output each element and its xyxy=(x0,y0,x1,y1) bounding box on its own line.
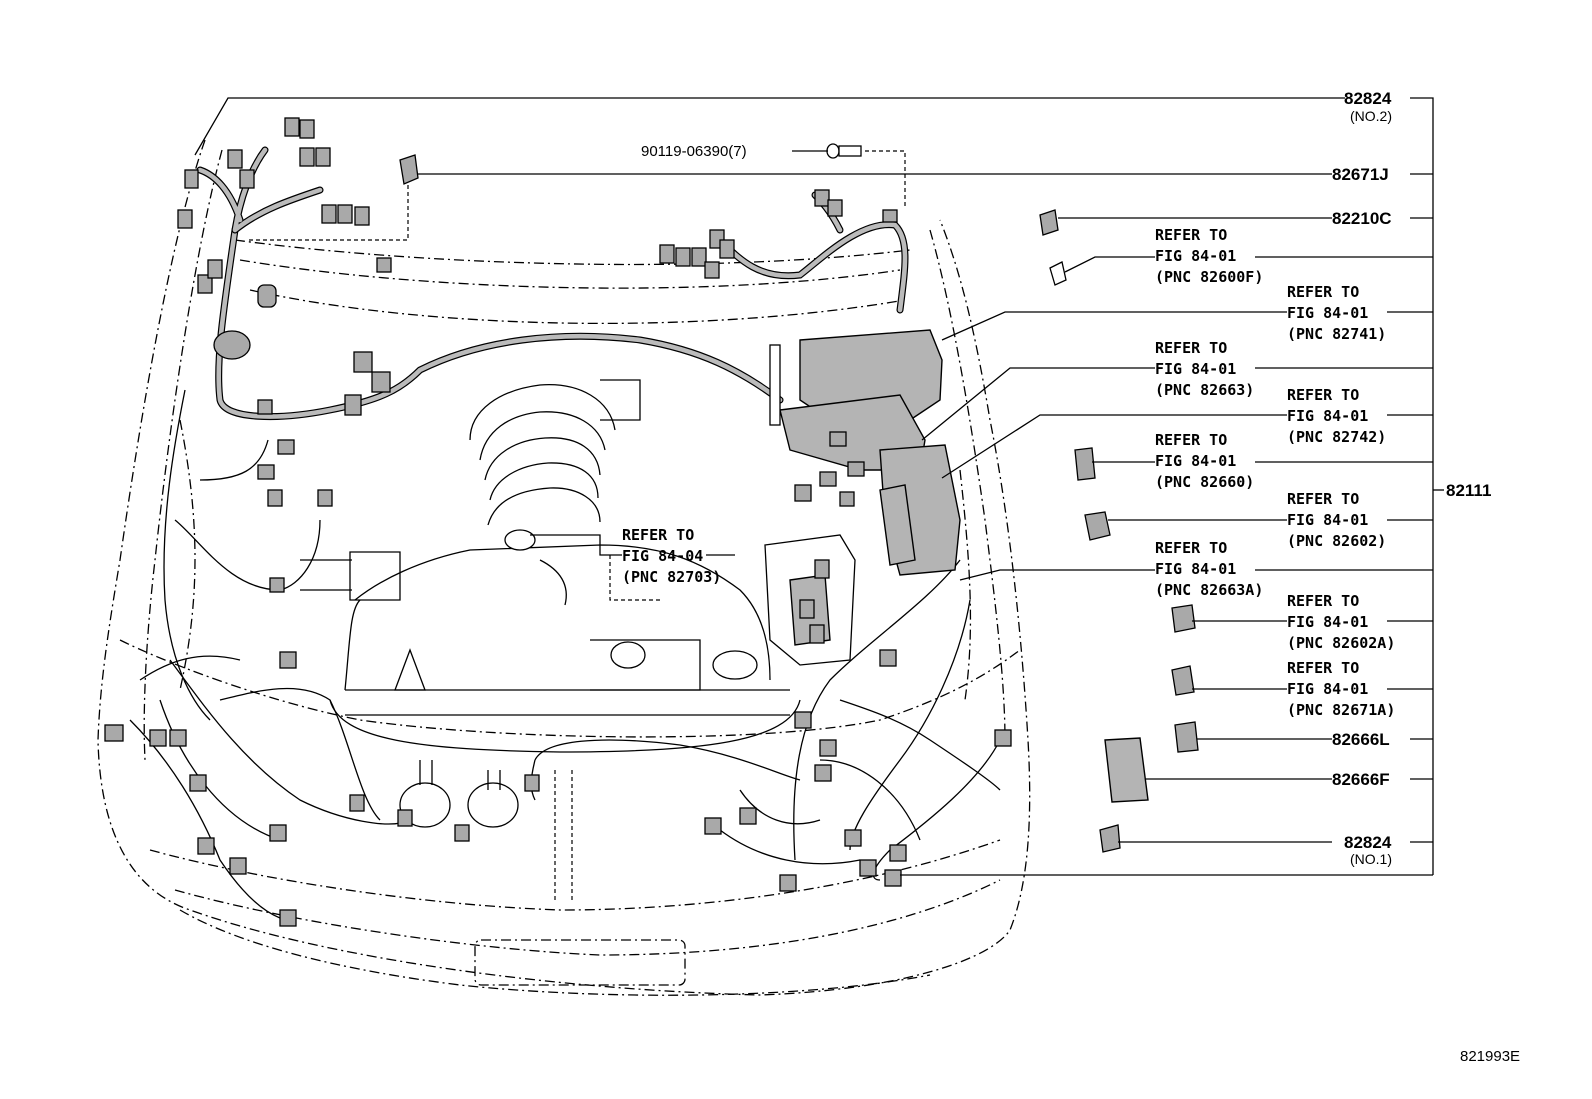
part-82602A-icon xyxy=(1171,604,1196,633)
main-harness xyxy=(129,146,1001,919)
label-82824-no1-sub: (NO.1) xyxy=(1350,851,1392,867)
harness-connectors xyxy=(104,117,1012,927)
part-82660-icon xyxy=(1074,447,1096,481)
callout-82600F: REFER TO FIG 84-01 (PNC 82600F) xyxy=(1155,226,1263,286)
svg-text:REFER TO: REFER TO xyxy=(1155,539,1227,557)
svg-text:(PNC 82671A): (PNC 82671A) xyxy=(1287,701,1395,719)
svg-text:FIG 84-01: FIG 84-01 xyxy=(1155,452,1236,470)
callout-82671A: REFER TO FIG 84-01 (PNC 82671A) xyxy=(1287,659,1395,719)
label-82111: 82111 xyxy=(1446,481,1491,500)
engine-outline xyxy=(300,379,771,691)
svg-text:(PNC 82602): (PNC 82602) xyxy=(1287,532,1386,550)
svg-text:FIG 84-01: FIG 84-01 xyxy=(1287,304,1368,322)
svg-text:REFER TO: REFER TO xyxy=(1287,490,1359,508)
relay-blocks xyxy=(764,329,961,666)
part-82666F-icon xyxy=(1104,737,1149,803)
svg-text:REFER TO: REFER TO xyxy=(1287,283,1359,301)
part-82671A-icon xyxy=(1171,665,1195,696)
svg-text:(PNC 82742): (PNC 82742) xyxy=(1287,428,1386,446)
svg-text:REFER TO: REFER TO xyxy=(1287,386,1359,404)
svg-text:(PNC 82600F): (PNC 82600F) xyxy=(1155,268,1263,286)
loose-parts xyxy=(399,143,1199,853)
svg-text:REFER TO: REFER TO xyxy=(1287,659,1359,677)
label-82824-no2: 82824 xyxy=(1344,89,1392,108)
svg-text:FIG 84-01: FIG 84-01 xyxy=(1287,680,1368,698)
callout-82663A: REFER TO FIG 84-01 (PNC 82663A) xyxy=(1155,539,1263,599)
callout-82602A: REFER TO FIG 84-01 (PNC 82602A) xyxy=(1287,592,1395,652)
svg-text:FIG 84-01: FIG 84-01 xyxy=(1287,407,1368,425)
svg-text:REFER TO: REFER TO xyxy=(1155,431,1227,449)
svg-text:FIG 84-01: FIG 84-01 xyxy=(1287,511,1368,529)
svg-text:(PNC 82741): (PNC 82741) xyxy=(1287,325,1386,343)
svg-text:FIG 84-04: FIG 84-04 xyxy=(622,547,703,565)
label-82824-no2-sub: (NO.2) xyxy=(1350,108,1392,124)
svg-text:FIG 84-01: FIG 84-01 xyxy=(1155,360,1236,378)
label-82824-no1: 82824 xyxy=(1344,833,1392,852)
svg-text:FIG 84-01: FIG 84-01 xyxy=(1155,560,1236,578)
leader-lines xyxy=(194,97,1444,876)
svg-text:(PNC 82660): (PNC 82660) xyxy=(1155,473,1254,491)
svg-text:REFER TO: REFER TO xyxy=(1155,226,1227,244)
svg-text:FIG 84-01: FIG 84-01 xyxy=(1155,247,1236,265)
svg-text:(PNC 82663): (PNC 82663) xyxy=(1155,381,1254,399)
figure-code: 821993E xyxy=(1460,1048,1520,1065)
part-82666L-icon xyxy=(1174,721,1199,753)
label-82210C: 82210C xyxy=(1332,209,1392,228)
svg-text:FIG 84-01: FIG 84-01 xyxy=(1287,613,1368,631)
bolt-icon xyxy=(826,143,862,159)
svg-text:REFER TO: REFER TO xyxy=(622,526,694,544)
svg-text:REFER TO: REFER TO xyxy=(1155,339,1227,357)
label-82671J: 82671J xyxy=(1332,165,1389,184)
svg-text:(PNC 82602A): (PNC 82602A) xyxy=(1287,634,1395,652)
part-82824-no1-icon xyxy=(1099,824,1121,853)
callout-82741: REFER TO FIG 84-01 (PNC 82741) xyxy=(1287,283,1386,343)
callout-82660: REFER TO FIG 84-01 (PNC 82660) xyxy=(1155,431,1254,491)
part-82210C-icon xyxy=(1039,209,1059,236)
part-82602-icon xyxy=(1084,511,1111,541)
label-90119-06390: 90119-06390(7) xyxy=(641,143,747,160)
callout-82663: REFER TO FIG 84-01 (PNC 82663) xyxy=(1155,339,1254,399)
svg-text:REFER TO: REFER TO xyxy=(1287,592,1359,610)
callout-labels: 82824 (NO.2) 90119-06390(7) 82671J 82210… xyxy=(622,89,1520,1065)
label-82666L: 82666L xyxy=(1332,730,1390,749)
svg-text:(PNC 82703): (PNC 82703) xyxy=(622,568,721,586)
callout-82602: REFER TO FIG 84-01 (PNC 82602) xyxy=(1287,490,1386,550)
label-82666F: 82666F xyxy=(1332,770,1390,789)
callout-82742: REFER TO FIG 84-01 (PNC 82742) xyxy=(1287,386,1386,446)
part-82600F-icon xyxy=(1049,261,1067,286)
part-82671J-icon xyxy=(399,154,419,185)
svg-text:(PNC 82663A): (PNC 82663A) xyxy=(1155,581,1263,599)
callout-82703: REFER TO FIG 84-04 (PNC 82703) xyxy=(622,526,721,586)
